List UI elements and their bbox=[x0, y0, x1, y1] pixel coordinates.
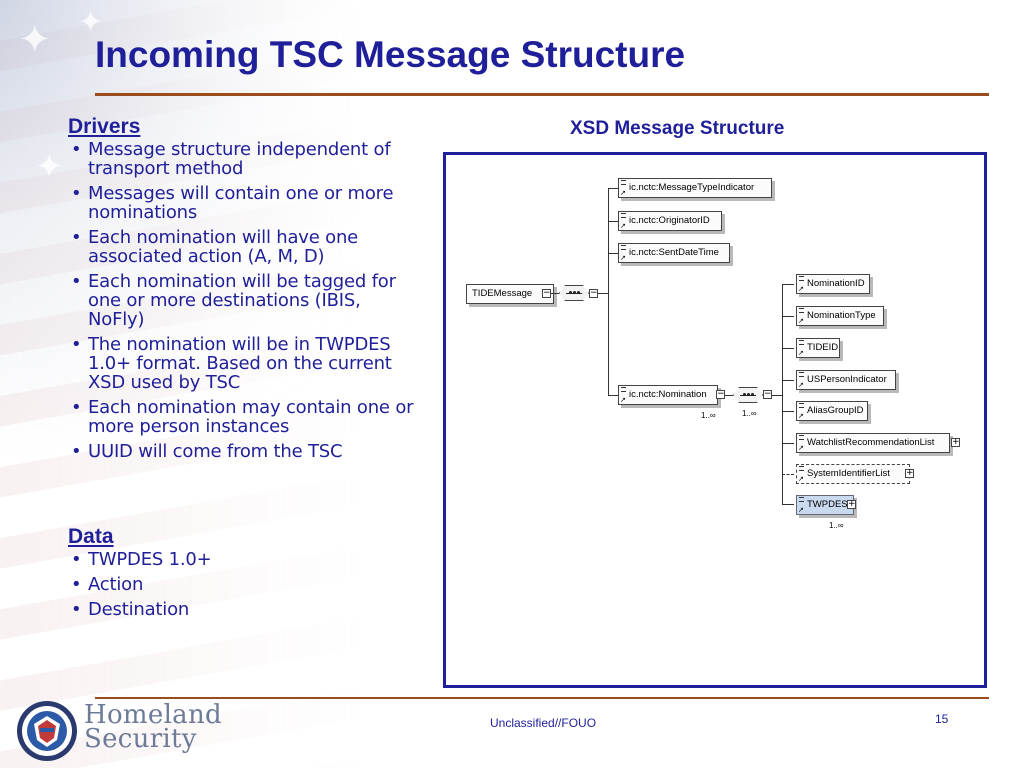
connector-line bbox=[551, 293, 559, 294]
dhs-seal-icon bbox=[17, 701, 77, 761]
element-node: ↗ic.nctc:OriginatorID bbox=[618, 211, 722, 231]
connector-line bbox=[782, 348, 794, 349]
element-node: ↗NominationType bbox=[796, 306, 884, 326]
sequence-icon bbox=[559, 285, 589, 301]
collapse-icon[interactable]: − bbox=[763, 389, 772, 399]
connector-line bbox=[782, 284, 783, 504]
data-section: Data •TWPDES 1.0+ •Action •Destination bbox=[68, 524, 418, 625]
connector-line bbox=[782, 380, 794, 381]
collapse-icon[interactable]: − bbox=[589, 288, 598, 298]
twpdes-node: ↗TWPDES bbox=[796, 495, 854, 515]
element-node: ↗NominationID bbox=[796, 274, 870, 294]
list-item: •Each nomination will have one associate… bbox=[71, 227, 359, 267]
cardinality-label: 1..∞ bbox=[742, 409, 757, 418]
root-node: TIDEMessage bbox=[466, 284, 554, 304]
collapse-icon[interactable]: − bbox=[542, 288, 551, 298]
connector-line bbox=[782, 316, 794, 317]
connector-line bbox=[725, 395, 733, 396]
cardinality-label: 1..∞ bbox=[701, 411, 716, 420]
cardinality-label: 1..∞ bbox=[829, 521, 844, 530]
drivers-heading: Drivers bbox=[68, 115, 141, 138]
diagram-caption: XSD Message Structure bbox=[570, 118, 785, 139]
homeland-security-logo: Homeland Security bbox=[84, 700, 222, 754]
connector-line bbox=[598, 293, 608, 294]
star-decoration: ✦ bbox=[78, 5, 104, 40]
list-item: •Messages will contain one or more nomin… bbox=[71, 183, 394, 223]
connector-line bbox=[772, 395, 782, 396]
element-node: ↗ic.nctc:MessageTypeIndicator bbox=[618, 178, 772, 198]
left-column: Drivers •Message structure independent o… bbox=[68, 114, 418, 619]
element-node: ↗USPersonIndicator bbox=[796, 370, 896, 390]
connector-line bbox=[608, 188, 618, 189]
list-item: •Each nomination will be tagged for one … bbox=[71, 271, 396, 330]
slide-title: Incoming TSC Message Structure bbox=[95, 34, 686, 75]
connector-line bbox=[608, 188, 609, 395]
footer-rule bbox=[95, 697, 989, 699]
collapse-icon[interactable]: − bbox=[716, 389, 725, 399]
title-rule bbox=[95, 93, 989, 96]
list-item: •Message structure independent of transp… bbox=[71, 139, 391, 179]
list-item: •TWPDES 1.0+ bbox=[71, 549, 212, 570]
list-item: •UUID will come from the TSC bbox=[71, 441, 343, 462]
data-list: •TWPDES 1.0+ •Action •Destination bbox=[68, 550, 418, 619]
expand-icon[interactable]: + bbox=[847, 499, 856, 509]
connector-line bbox=[782, 443, 794, 444]
list-item: •Action bbox=[71, 574, 144, 595]
element-node: ↗AliasGroupID bbox=[796, 401, 868, 421]
list-item: •Destination bbox=[71, 599, 190, 620]
list-item: •Each nomination may contain one or more… bbox=[71, 397, 414, 437]
star-decoration: ✦ bbox=[35, 147, 64, 187]
connector-line bbox=[608, 253, 618, 254]
list-item: •The nomination will be in TWPDES 1.0+ f… bbox=[71, 334, 392, 393]
nomination-node: ↗ic.nctc:Nomination bbox=[618, 385, 718, 405]
connector-line bbox=[782, 284, 794, 285]
star-decoration: ✦ bbox=[18, 17, 52, 63]
expand-icon[interactable]: + bbox=[951, 437, 960, 447]
connector-line bbox=[782, 411, 794, 412]
element-node: ↗WatchlistRecommendationList bbox=[796, 433, 950, 453]
classification-label: Unclassified//FOUO bbox=[490, 716, 597, 730]
element-node: ↗ic.nctc:SentDateTime bbox=[618, 243, 730, 263]
xsd-diagram: TIDEMessage − − ↗ic.nctc:MessageTypeIndi… bbox=[443, 152, 987, 688]
connector-line bbox=[782, 474, 794, 476]
expand-icon[interactable]: + bbox=[905, 468, 914, 478]
connector-line bbox=[782, 504, 794, 505]
data-heading: Data bbox=[68, 525, 114, 548]
drivers-list: •Message structure independent of transp… bbox=[68, 140, 418, 461]
element-node: ↗SystemIdentifierList bbox=[796, 464, 910, 484]
connector-line bbox=[608, 221, 618, 222]
connector-line bbox=[608, 395, 618, 396]
element-node: ↗TIDEID bbox=[796, 338, 840, 358]
sequence-icon bbox=[733, 387, 763, 403]
page-number: 15 bbox=[935, 712, 949, 726]
